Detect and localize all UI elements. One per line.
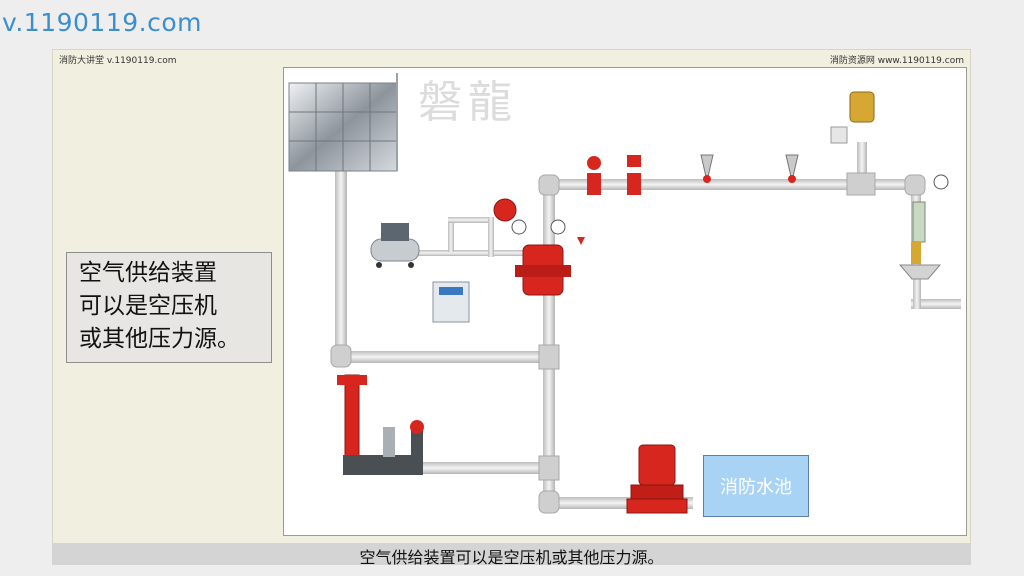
air-release-valve — [830, 91, 875, 144]
header-right-text: 消防资源网 www.1190119.com — [829, 56, 964, 66]
info-line-2: 可以是空压机 — [79, 293, 217, 319]
fire-pool-label-box: 消防水池 — [703, 455, 809, 517]
watermark-url: v.1190119.com — [2, 8, 202, 37]
logo-watermark: 磐龍 — [418, 77, 518, 128]
fire-pool-label: 消防水池 — [720, 477, 792, 498]
hydrant-assembly — [337, 374, 424, 475]
control-cabinet — [432, 281, 470, 323]
info-line-1: 空气供给装置 — [79, 260, 217, 286]
info-box: 空气供给装置 可以是空压机 或其他压力源。 — [66, 252, 272, 363]
air-compressor — [370, 223, 420, 268]
end-test-device — [898, 174, 949, 280]
water-tank — [288, 73, 398, 172]
info-line-3: 或其他压力源。 — [79, 326, 240, 352]
top-line-devices — [587, 154, 799, 195]
fire-system-diagram: 磐龍 — [288, 73, 961, 514]
alarm-valve-red — [493, 198, 585, 296]
header-left-text: 消防大讲堂 v.1190119.com — [59, 56, 177, 66]
caption-bar: 空气供给装置可以是空压机或其他压力源。 — [52, 543, 971, 567]
caption-text: 空气供给装置可以是空压机或其他压力源。 — [359, 548, 664, 567]
fire-pump — [626, 444, 688, 514]
